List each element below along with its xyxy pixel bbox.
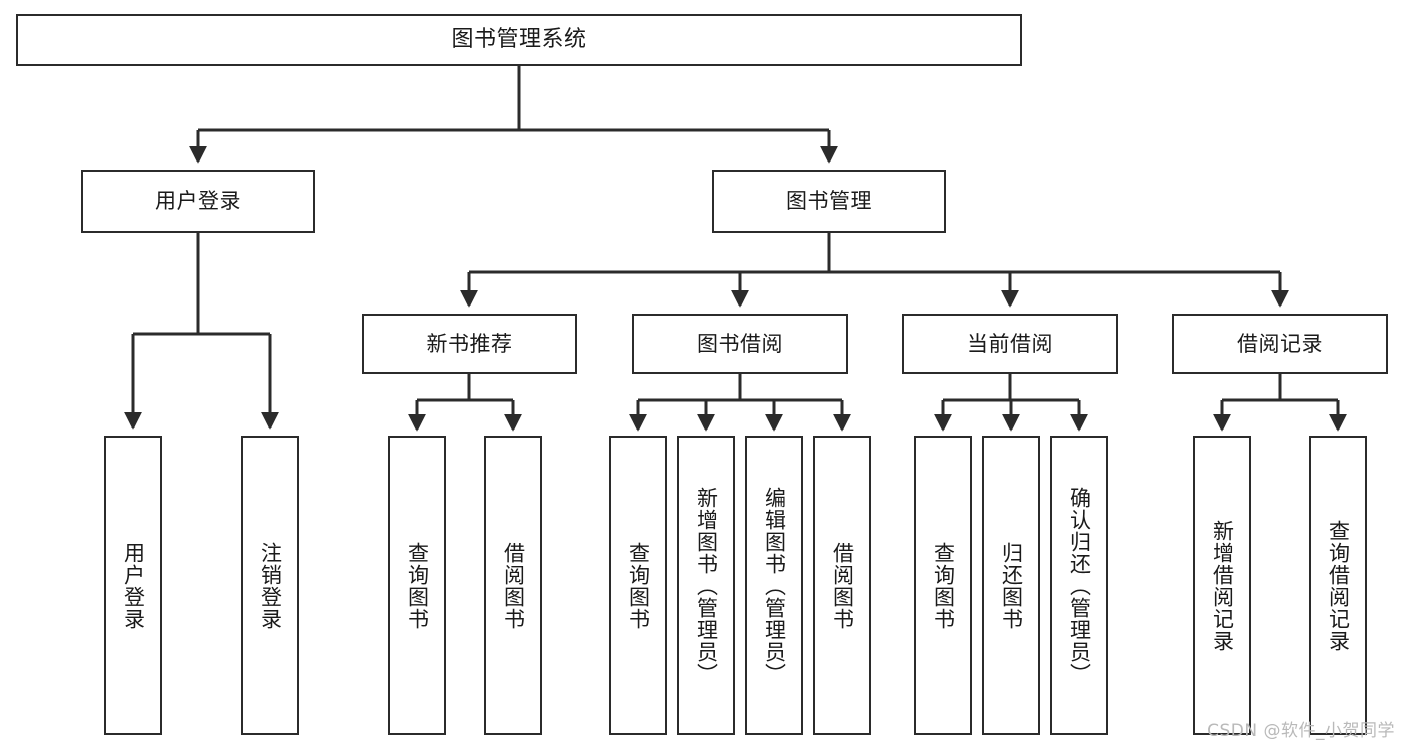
node-label: 归还图书 [999, 541, 1024, 630]
node-label: 新增借阅记录 [1210, 519, 1235, 652]
node-root-system[interactable]: 图书管理系统 [16, 14, 1022, 66]
node-label: 注销登录 [258, 541, 283, 630]
node-label: 用户登录 [121, 541, 146, 630]
node-label: 确认归还（管理员） [1067, 486, 1092, 685]
node-current-borrow[interactable]: 当前借阅 [902, 314, 1118, 374]
leaf-logout-login[interactable]: 注销登录 [241, 436, 299, 735]
node-label: 借阅图书 [501, 541, 526, 630]
node-label: 借阅记录 [1237, 331, 1323, 356]
leaf-newbooks-borrow-book[interactable]: 借阅图书 [484, 436, 542, 735]
leaf-user-login[interactable]: 用户登录 [104, 436, 162, 735]
leaf-borrow-add-book-admin[interactable]: 新增图书（管理员） [677, 436, 735, 735]
node-label: 查询图书 [626, 541, 651, 630]
node-label: 查询图书 [405, 541, 430, 630]
node-label: 图书借阅 [697, 331, 783, 356]
leaf-borrow-edit-book-admin[interactable]: 编辑图书（管理员） [745, 436, 803, 735]
node-label: 图书管理 [786, 189, 872, 214]
leaf-current-query-book[interactable]: 查询图书 [914, 436, 972, 735]
node-label: 查询图书 [931, 541, 956, 630]
node-user-login[interactable]: 用户登录 [81, 170, 315, 233]
node-label: 图书管理系统 [451, 27, 587, 53]
node-label: 新增图书（管理员） [694, 486, 719, 685]
node-label: 用户登录 [155, 189, 241, 214]
node-label: 新书推荐 [426, 331, 513, 356]
leaf-newbooks-query-book[interactable]: 查询图书 [388, 436, 446, 735]
leaf-records-add-record[interactable]: 新增借阅记录 [1193, 436, 1251, 735]
node-label: 当前借阅 [967, 331, 1053, 356]
node-book-borrow[interactable]: 图书借阅 [632, 314, 848, 374]
node-label: 借阅图书 [830, 541, 855, 630]
node-book-management[interactable]: 图书管理 [712, 170, 946, 233]
leaf-current-return-book[interactable]: 归还图书 [982, 436, 1040, 735]
leaf-borrow-borrow-book[interactable]: 借阅图书 [813, 436, 871, 735]
leaf-records-query-record[interactable]: 查询借阅记录 [1309, 436, 1367, 735]
node-label: 编辑图书（管理员） [762, 486, 787, 685]
node-label: 查询借阅记录 [1326, 519, 1351, 652]
leaf-current-confirm-return-admin[interactable]: 确认归还（管理员） [1050, 436, 1108, 735]
csdn-watermark: CSDN @软件_小贺同学 [1207, 721, 1395, 741]
node-borrow-records[interactable]: 借阅记录 [1172, 314, 1388, 374]
leaf-borrow-query-book[interactable]: 查询图书 [609, 436, 667, 735]
node-new-book-recommend[interactable]: 新书推荐 [362, 314, 577, 374]
